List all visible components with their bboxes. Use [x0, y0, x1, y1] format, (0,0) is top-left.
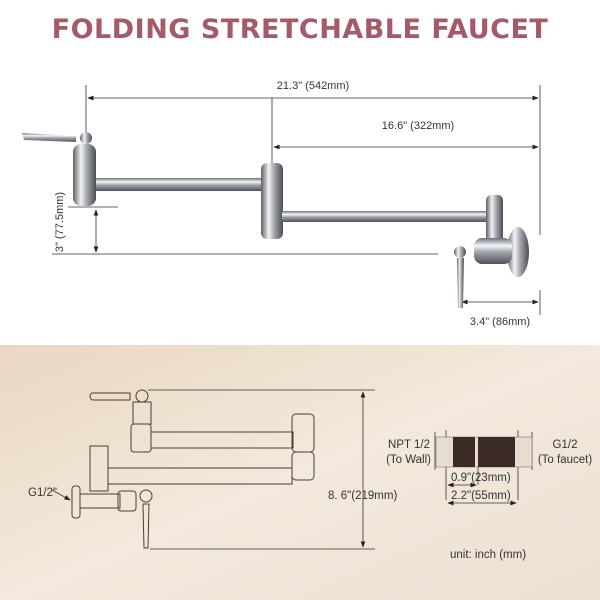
to-wall-label: (To Wall)	[386, 454, 431, 466]
faucet-handle	[22, 133, 76, 142]
to-faucet-label: (To faucet)	[538, 454, 592, 466]
folded-height-label: 8. 6"(219mm)	[328, 490, 397, 502]
wall-flange	[507, 227, 529, 277]
inner-length-label: 0.9"(23mm)	[451, 472, 511, 484]
bottom-background	[0, 345, 600, 600]
npt-label: NPT 1/2	[388, 439, 430, 451]
inlet-label: G1/2"	[28, 487, 57, 499]
valve-handle	[457, 258, 464, 308]
overall-width-label: 21.3" (542mm)	[277, 80, 349, 92]
swivel-joint	[261, 163, 283, 239]
wall-depth-label: 3.4" (86mm)	[470, 316, 530, 328]
pipe-adapter	[435, 436, 533, 468]
faucet-photo	[22, 132, 529, 308]
arm-length-label: 16.6" (322mm)	[382, 120, 454, 132]
lower-arm	[282, 211, 488, 222]
faucet-spout-body	[73, 144, 96, 206]
faucet-line-drawing	[71, 389, 315, 549]
g12-label: G1/2	[553, 439, 578, 451]
shutoff-valve	[474, 238, 512, 264]
upper-arm	[96, 178, 264, 191]
unit-note: unit: inch (mm)	[450, 549, 526, 561]
top-dimension-lines	[52, 85, 541, 315]
total-length-label: 2.2"(55mm)	[451, 490, 511, 502]
page-title: FOLDING STRETCHABLE FAUCET	[51, 14, 549, 45]
height-offset-label: 3" (77.5mm)	[54, 192, 66, 252]
